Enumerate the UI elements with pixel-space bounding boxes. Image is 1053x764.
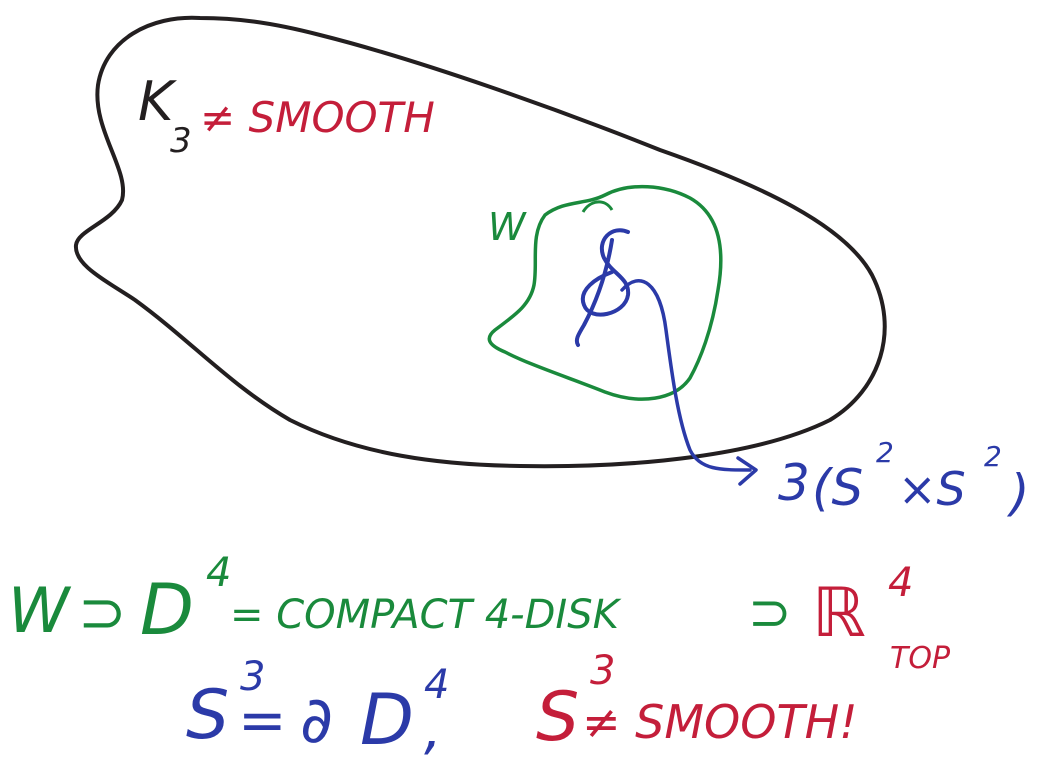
eq2-d: D: [360, 679, 414, 761]
eq2-comma: ,: [424, 697, 442, 762]
eq1-r-sub: TOP: [890, 641, 951, 676]
blob-sum-part-b: ×S: [898, 462, 966, 516]
eq1-r: ℝ: [812, 574, 866, 653]
eq2-partial: ∂: [300, 684, 333, 758]
neq-smooth-label: ≠ SMOOTH: [200, 93, 435, 142]
eq2-s-sup: 3: [240, 654, 265, 700]
eq2-d-sup: 4: [424, 662, 449, 708]
k3-manifold-outline: [73, 15, 887, 469]
blob-sum-label: 3 (S 2 ×S 2 ): [778, 436, 1030, 522]
k3-subscript: 3: [170, 121, 192, 161]
blob-sum-part-c: ): [1006, 464, 1030, 522]
equation-line-2: S 3 = ∂ D 4 , S 3 ≠ SMOOTH!: [186, 648, 858, 762]
w-hook-mark: [581, 200, 614, 213]
arrow-head-icon: [736, 456, 758, 486]
eq1-r-sup: 4: [888, 560, 913, 606]
blue-arrow-curve: [620, 279, 752, 472]
blob-sum-sup-1: 2: [876, 436, 894, 469]
eq1-compact-disk: = COMPACT 4-DISK: [230, 592, 622, 638]
eq1-supset-1: ⊃: [78, 578, 127, 646]
blob-sum-sup-2: 2: [984, 440, 1002, 473]
w-label: W: [488, 205, 527, 249]
eq1-d: D: [140, 569, 194, 651]
eq2-neq-smooth: ≠ SMOOTH!: [582, 695, 858, 749]
k3-label: K: [138, 70, 177, 133]
eq2-s: S: [186, 676, 229, 755]
eq1-d-sup: 4: [206, 550, 231, 596]
blob-sum-part-a: (S: [812, 459, 863, 517]
eq2-eq: =: [238, 686, 287, 754]
eq1-w: W: [8, 574, 72, 647]
eq2-s2-sup: 3: [590, 648, 615, 694]
equation-line-1: W ⊃ D 4 = COMPACT 4-DISK ⊃ ℝ 4 TOP: [8, 550, 951, 676]
eq1-supset-2: ⊃: [748, 583, 792, 643]
blue-knot: [574, 228, 631, 347]
w-region-outline: [487, 184, 723, 401]
eq2-s2: S: [536, 678, 579, 757]
blob-sum-number: 3: [778, 454, 810, 512]
